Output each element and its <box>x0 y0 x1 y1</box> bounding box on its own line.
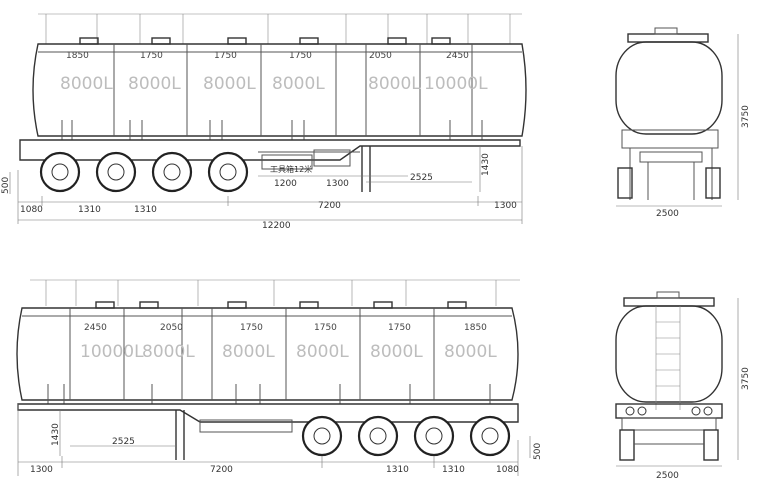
dim-label: 1430 <box>51 423 61 446</box>
rear-width: 2500 <box>656 471 679 481</box>
toolbox-note: 工具箱12米 <box>270 164 312 174</box>
compartment-capacity: 8000L <box>444 342 497 362</box>
top-side-view: 1850 1750 1750 1750 2050 2450 8000L 8000… <box>1 13 527 231</box>
dim-label: 1310 <box>134 205 157 215</box>
dim-label: 1200 <box>274 179 297 189</box>
dim-label: 1310 <box>78 205 101 215</box>
compartment-capacity: 8000L <box>222 342 275 362</box>
dim-label: 1310 <box>386 465 409 475</box>
compartment-length: 1850 <box>464 323 487 333</box>
compartment-length: 1750 <box>214 51 237 61</box>
rear-height: 3750 <box>741 105 751 128</box>
compartment-capacity: 8000L <box>60 74 113 94</box>
dim-label: 1080 <box>496 465 519 475</box>
compartment-length: 1750 <box>314 323 337 333</box>
dim-label: 500 <box>1 177 11 194</box>
dim-label: 1300 <box>494 201 517 211</box>
compartment-capacity: 8000L <box>128 74 181 94</box>
compartment-length: 2050 <box>369 51 392 61</box>
dim-label: 7200 <box>210 465 233 475</box>
rear-width: 2500 <box>656 209 679 219</box>
rear-height: 3750 <box>741 367 751 390</box>
compartment-length: 1750 <box>289 51 312 61</box>
top-rear-view: 2500 3750 <box>615 27 751 219</box>
compartment-length: 2050 <box>160 323 183 333</box>
dim-label: 1080 <box>20 205 43 215</box>
compartment-capacity: 8000L <box>368 74 421 94</box>
compartment-capacity: 8000L <box>272 74 325 94</box>
dim-label: 1300 <box>30 465 53 475</box>
compartment-length: 1750 <box>240 323 263 333</box>
compartment-length: 1850 <box>66 51 89 61</box>
compartment-length: 1750 <box>140 51 163 61</box>
dim-label: 2525 <box>112 437 135 447</box>
bottom-rear-view: 2500 3750 <box>615 291 751 481</box>
bottom-side-view: 2450 2050 1750 1750 1750 1850 10000L 800… <box>16 279 543 476</box>
compartment-capacity: 8000L <box>203 74 256 94</box>
compartment-capacity: 10000L <box>424 74 488 94</box>
dim-label: 500 <box>533 443 543 460</box>
dim-label: 1430 <box>481 153 491 176</box>
dim-label: 7200 <box>318 201 341 211</box>
compartment-length: 2450 <box>84 323 107 333</box>
compartment-capacity: 8000L <box>142 342 195 362</box>
dim-label: 2525 <box>410 173 433 183</box>
compartment-capacity: 10000L <box>80 342 144 362</box>
dim-label: 1300 <box>326 179 349 189</box>
compartment-length: 2450 <box>446 51 469 61</box>
overall-length: 12200 <box>262 221 291 231</box>
compartment-length: 1750 <box>388 323 411 333</box>
dim-label: 1310 <box>442 465 465 475</box>
compartment-capacity: 8000L <box>370 342 423 362</box>
compartment-capacity: 8000L <box>296 342 349 362</box>
